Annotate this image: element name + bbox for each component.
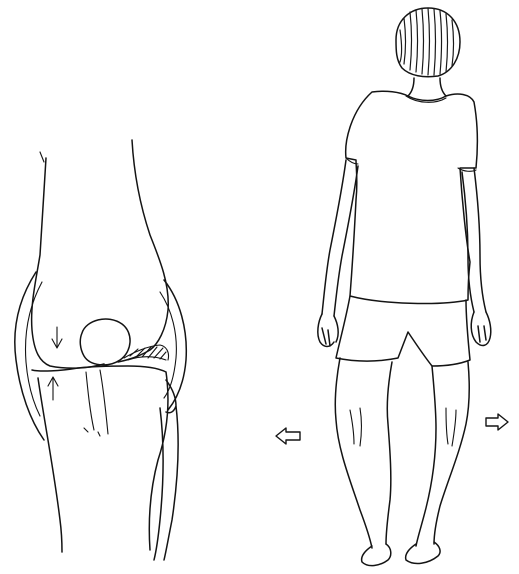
up-arrow: [48, 377, 58, 400]
tibia-inner-line-1: [86, 372, 94, 430]
shorts: [336, 296, 470, 366]
tibia-tick-1: [84, 428, 88, 432]
femur-top-tick: [40, 152, 44, 162]
medial-ligament-inner: [26, 282, 42, 416]
fibula-outline: [154, 380, 178, 560]
person-drawing: [276, 8, 508, 566]
tibia-inner-line-2: [100, 370, 108, 434]
left-knee-lines: [350, 408, 362, 446]
meniscus-hatching: [128, 347, 166, 360]
right-knee-lines: [446, 408, 456, 446]
left-hand: [318, 314, 338, 347]
left-foot: [362, 544, 391, 566]
right-hand: [471, 312, 491, 345]
neck: [408, 78, 446, 96]
right-leg: [416, 362, 469, 546]
knee-joint-drawing: [15, 140, 186, 560]
right-arm: [462, 168, 486, 312]
right-outward-arrow: [486, 414, 508, 430]
tibia-outline: [32, 366, 168, 552]
right-foot: [406, 542, 440, 563]
left-leg: [335, 358, 392, 548]
shirt: [346, 91, 478, 303]
left-outward-arrow: [276, 428, 300, 444]
femur-outline: [32, 140, 169, 368]
hair-strokes: [400, 8, 454, 75]
left-arm: [322, 160, 358, 316]
patella: [80, 319, 130, 365]
down-arrow: [52, 327, 62, 348]
tibia-tick-2: [98, 432, 100, 436]
